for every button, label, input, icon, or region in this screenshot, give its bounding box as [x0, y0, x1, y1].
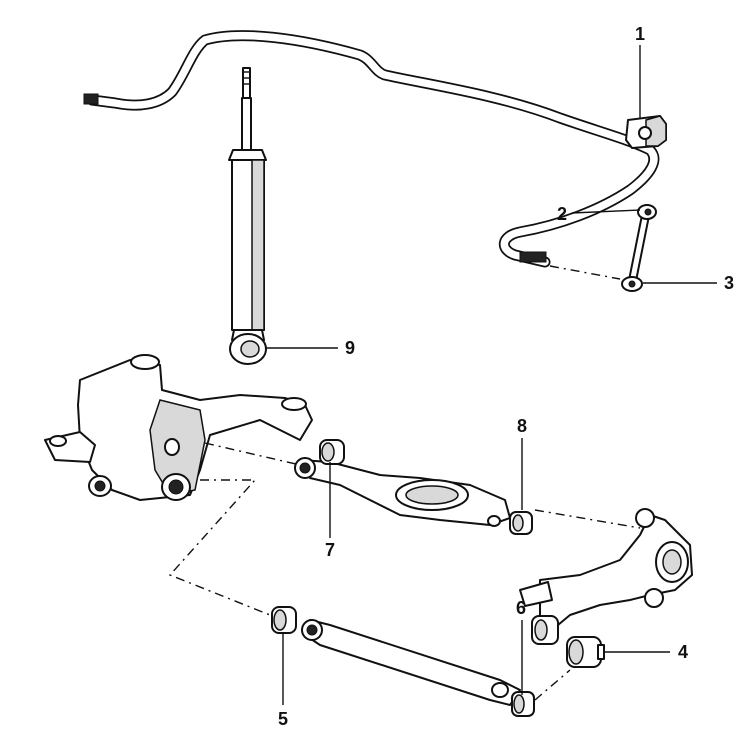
- stabilizer-link: [621, 204, 657, 292]
- callout-9: 9: [345, 338, 355, 358]
- callout-3: 3: [724, 273, 734, 293]
- wheel-carrier-bushing-6: [531, 615, 559, 645]
- shock-absorber: [228, 67, 267, 365]
- callout-2: 2: [557, 204, 567, 224]
- rear-subframe: [44, 354, 313, 501]
- callout-4: 4: [678, 642, 688, 662]
- lower-control-arm: [301, 619, 521, 706]
- upper-arm-inner-bushing: [319, 439, 345, 465]
- upper-control-arm: [294, 457, 511, 527]
- lower-arm-outer-bushing: [511, 691, 535, 717]
- stabilizer-bar-thread: [83, 93, 99, 105]
- stabilizer-bar-end-thread: [519, 251, 547, 263]
- callout-6: 6: [516, 598, 526, 618]
- stabilizer-bushing: [625, 115, 667, 149]
- assembly-lines: [168, 442, 641, 701]
- stabilizer-bar: [83, 30, 660, 268]
- callout-8: 8: [517, 416, 527, 436]
- callout-5: 5: [278, 709, 288, 729]
- lower-arm-inner-bushing: [271, 606, 297, 634]
- callout-7: 7: [325, 540, 335, 560]
- wheel-carrier-bushing-4: [566, 636, 605, 668]
- upper-arm-outer-bushing: [509, 511, 533, 535]
- callout-1: 1: [635, 24, 645, 44]
- leader-lines: [266, 45, 717, 705]
- wheel-carrier: [519, 508, 693, 631]
